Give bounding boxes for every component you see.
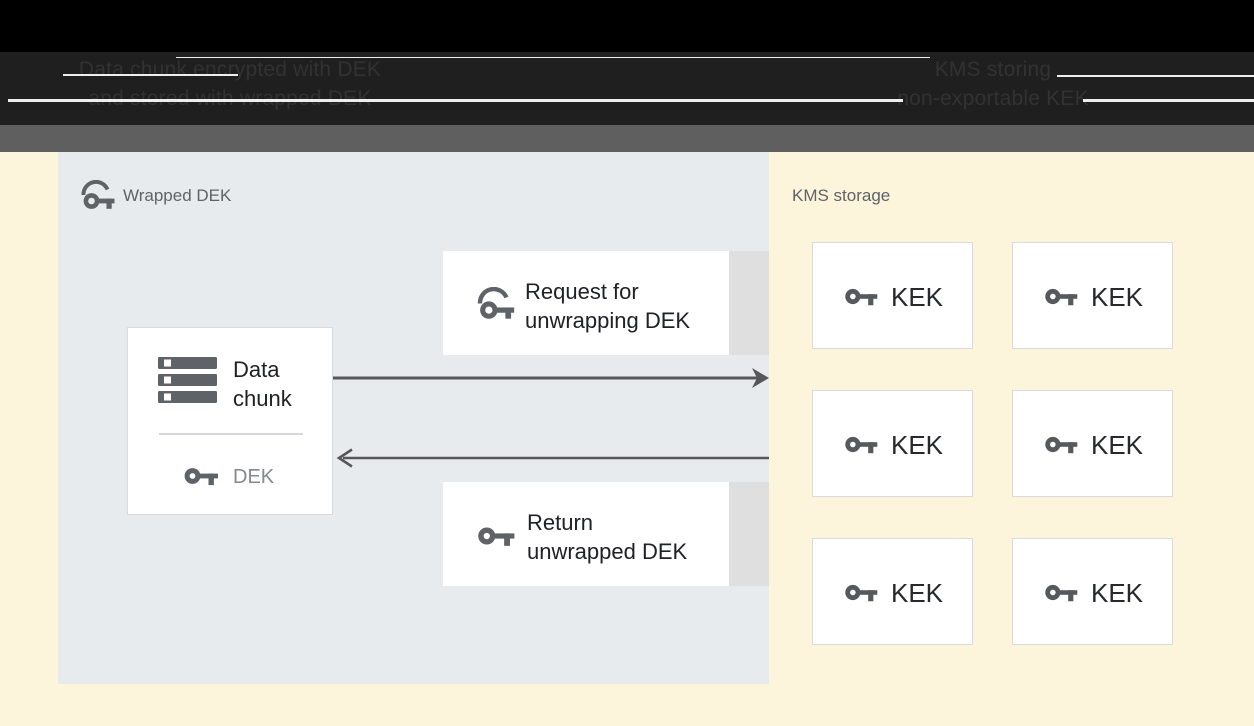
kek-card: KEK xyxy=(812,538,973,645)
header-right-caption: KMS storing non-exportable KEK xyxy=(868,55,1118,113)
kek-card: KEK xyxy=(1012,538,1173,645)
request-arrow-right xyxy=(333,368,769,388)
inversion-artifact-line xyxy=(1083,99,1254,102)
kek-card: KEK xyxy=(812,242,973,349)
inversion-artifact-line xyxy=(176,57,930,58)
header-gray-band xyxy=(0,125,1254,152)
kms-storage-label: KMS storage xyxy=(792,186,891,205)
inversion-artifact-line xyxy=(1057,75,1254,77)
key-icon xyxy=(1045,584,1078,602)
request-unwrap-card-label: Request for unwrapping DEK xyxy=(525,279,691,333)
kek-label: KEK xyxy=(891,578,944,608)
key-icon xyxy=(845,436,878,454)
dek-key-icon xyxy=(184,468,218,486)
wrapped-key-icon xyxy=(477,287,515,319)
header-caption-bar xyxy=(0,52,1254,125)
key-icon xyxy=(478,527,515,546)
kek-card: KEK xyxy=(1012,390,1173,497)
key-icon xyxy=(845,584,878,602)
inversion-artifact-line xyxy=(8,99,903,102)
kek-card: KEK xyxy=(812,390,973,497)
kek-label: KEK xyxy=(891,282,944,312)
wrapped-dek-panel-label: Wrapped DEK xyxy=(123,186,232,205)
storage-stack-icon xyxy=(158,357,217,403)
data-chunk-card-title: Data chunk xyxy=(233,357,292,411)
kek-label: KEK xyxy=(1091,430,1144,460)
kek-label: KEK xyxy=(1091,578,1144,608)
kek-label: KEK xyxy=(1091,282,1144,312)
header-left-caption: Data chunk encrypted with DEK and stored… xyxy=(60,55,400,113)
dek-label: DEK xyxy=(233,466,275,488)
header-left-caption-line2: and stored with wrapped DEK xyxy=(60,84,400,113)
return-arrow-left xyxy=(336,448,769,468)
header-right-caption-line2: non-exportable KEK xyxy=(897,87,1089,110)
kek-label: KEK xyxy=(891,430,944,460)
data-chunk-card-divider xyxy=(159,433,303,435)
kek-card: KEK xyxy=(1012,242,1173,349)
key-icon xyxy=(845,288,878,306)
inversion-artifact-line xyxy=(63,74,238,76)
return-card-edge-strip xyxy=(729,482,769,586)
key-icon xyxy=(1045,436,1078,454)
header-left-caption-line1: Data chunk encrypted with DEK xyxy=(78,58,382,81)
key-icon xyxy=(1045,288,1078,306)
request-card-edge-strip xyxy=(729,251,769,355)
header-right-caption-line1: KMS storing xyxy=(934,58,1052,81)
return-unwrap-card-label: Return unwrapped DEK xyxy=(527,510,688,564)
header-top-black-bar xyxy=(0,0,1254,52)
wrapped-key-icon xyxy=(81,180,115,209)
